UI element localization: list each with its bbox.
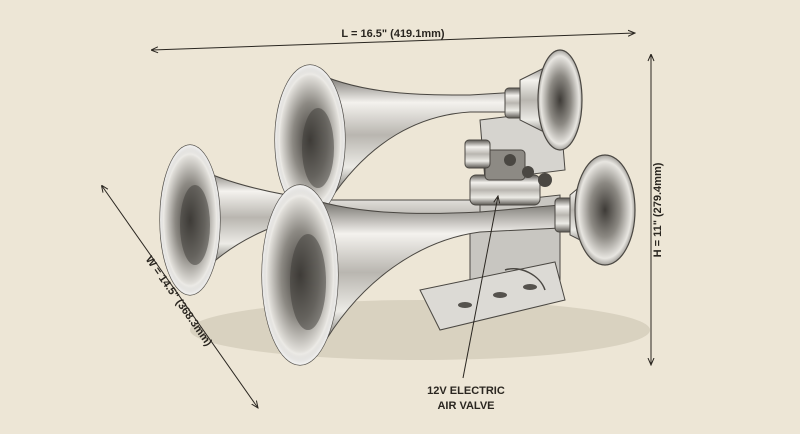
height-label: H = 11" (279.4mm)	[652, 162, 664, 257]
callout-line-1: 12V ELECTRIC	[427, 385, 505, 397]
length-arrow	[152, 33, 635, 50]
bracket-slot	[493, 292, 507, 298]
callout-leader	[462, 196, 498, 379]
horn-upper-back-cone	[537, 49, 583, 151]
dimension-height: H = 11" (279.4mm)	[651, 55, 664, 365]
floor-shadow	[190, 300, 650, 360]
bracket-slot	[458, 302, 472, 308]
horn-upper	[274, 49, 583, 216]
horn-front-back-cone	[574, 154, 636, 266]
dimension-length: L = 16.5" (419.1mm)	[152, 28, 635, 50]
width-arrow	[102, 186, 258, 408]
horn-front	[261, 154, 636, 366]
air-valve	[464, 139, 552, 206]
callout-line-2: AIR VALVE	[437, 400, 494, 412]
bracket-slot	[523, 284, 537, 290]
length-label: L = 16.5" (419.1mm)	[341, 28, 444, 40]
valve-callout: 12V ELECTRIC AIR VALVE	[427, 196, 505, 412]
